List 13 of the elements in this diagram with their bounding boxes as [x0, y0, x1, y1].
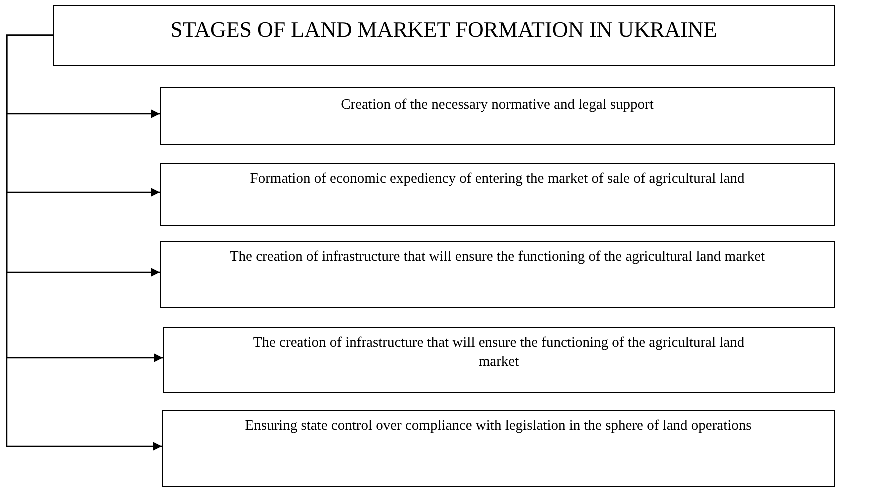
- arrow: [6, 34, 162, 451]
- box-text: Formation of economic expediency of entering the market of sale of agricultural land: [249, 170, 746, 189]
- stage-box: [162, 410, 835, 487]
- box-text: The creation of infrastructure that will ensure the functioning of the agricultural land market: [228, 248, 766, 267]
- stage-box: [160, 87, 835, 145]
- box-text: Ensuring state control over compliance with legislation in the sphere of land operations: [244, 417, 753, 436]
- stage-box: [160, 163, 835, 226]
- stage-box: [160, 241, 835, 308]
- heading-box: [53, 5, 835, 66]
- box-text: Creation of the necessary normative and legal support: [340, 96, 655, 115]
- box-text: The creation of infrastructure that will ensure the functioning of the agricultural land market: [252, 334, 746, 372]
- box-text: STAGES OF LAND MARKET FORMATION IN UKRAINE: [170, 16, 718, 44]
- stage-box: [163, 327, 835, 393]
